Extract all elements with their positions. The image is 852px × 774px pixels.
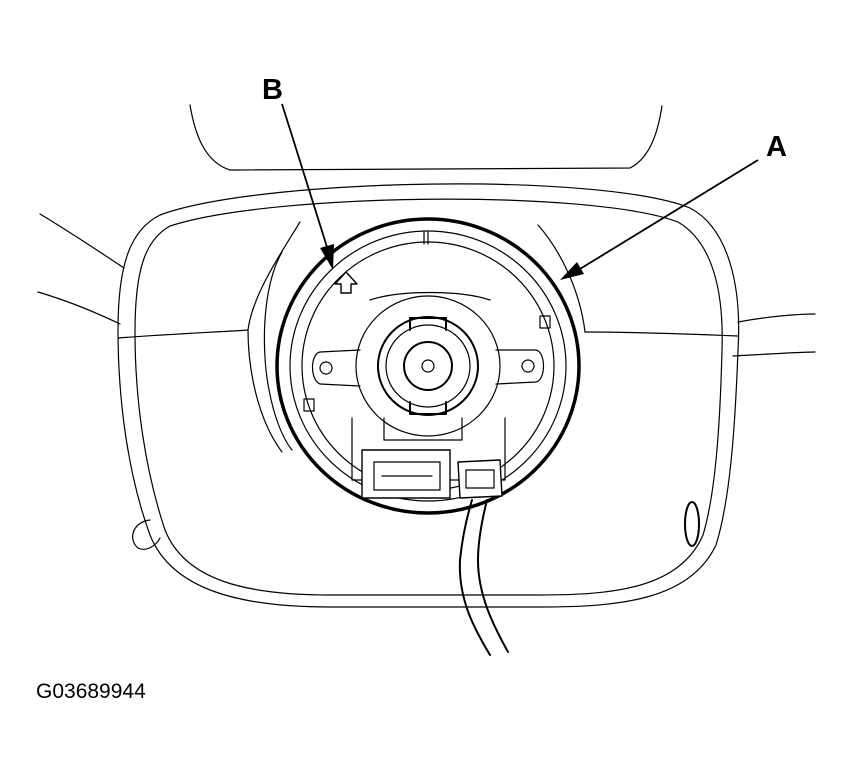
upper-column-cover [189, 104, 663, 171]
figure-id: G03689944 [36, 680, 146, 703]
pad-hole-right [684, 501, 700, 547]
reel-upper-arc [369, 291, 491, 301]
connector-detail [373, 461, 441, 491]
connector-plug-detail [465, 469, 495, 489]
right-spoke-upper [737, 313, 816, 323]
callout-line-b [281, 103, 328, 248]
center-bolt [421, 359, 435, 373]
connector-block [361, 449, 451, 499]
callout-arrowhead-b [320, 244, 334, 270]
center-hub-key-top [409, 317, 447, 331]
reel-top-index [423, 231, 429, 245]
up-arrow-marker [334, 271, 358, 294]
hub-recess-left-inner [263, 251, 293, 451]
left-spoke-lower [37, 291, 121, 325]
pad-bump-left [132, 519, 161, 550]
pad-seam-left [117, 329, 249, 339]
cable-reel-inner-ring [289, 230, 567, 502]
label-b: B [262, 74, 283, 106]
left-spoke-upper [39, 213, 125, 269]
mount-hole-left [319, 361, 333, 375]
center-shaft [403, 341, 453, 391]
wire-harness-right [477, 499, 509, 653]
callout-line-a [574, 159, 759, 273]
reel-clip-right [539, 315, 551, 329]
mount-tab-left [311, 349, 361, 387]
reel-clip-left [303, 398, 315, 412]
callout-arrowhead-a [560, 262, 584, 280]
label-a: A [766, 131, 787, 163]
right-spoke-lower [732, 351, 816, 357]
steering-pad-outer [117, 183, 740, 608]
steering-pad-inner [134, 198, 723, 596]
center-hub-ring-2 [385, 324, 471, 408]
center-hub-ring [377, 316, 479, 416]
center-hub-key-bottom [409, 401, 447, 415]
wire-harness-left [458, 499, 491, 656]
cable-reel-outer-ring [275, 217, 581, 515]
mount-hole-right [521, 359, 535, 373]
pad-seam-right [584, 331, 739, 337]
center-hub-outer [355, 295, 501, 437]
hub-recess-left [247, 221, 301, 453]
connector-plug [457, 459, 503, 499]
reel-housing-top [383, 417, 463, 441]
mount-tab-right [495, 349, 545, 385]
